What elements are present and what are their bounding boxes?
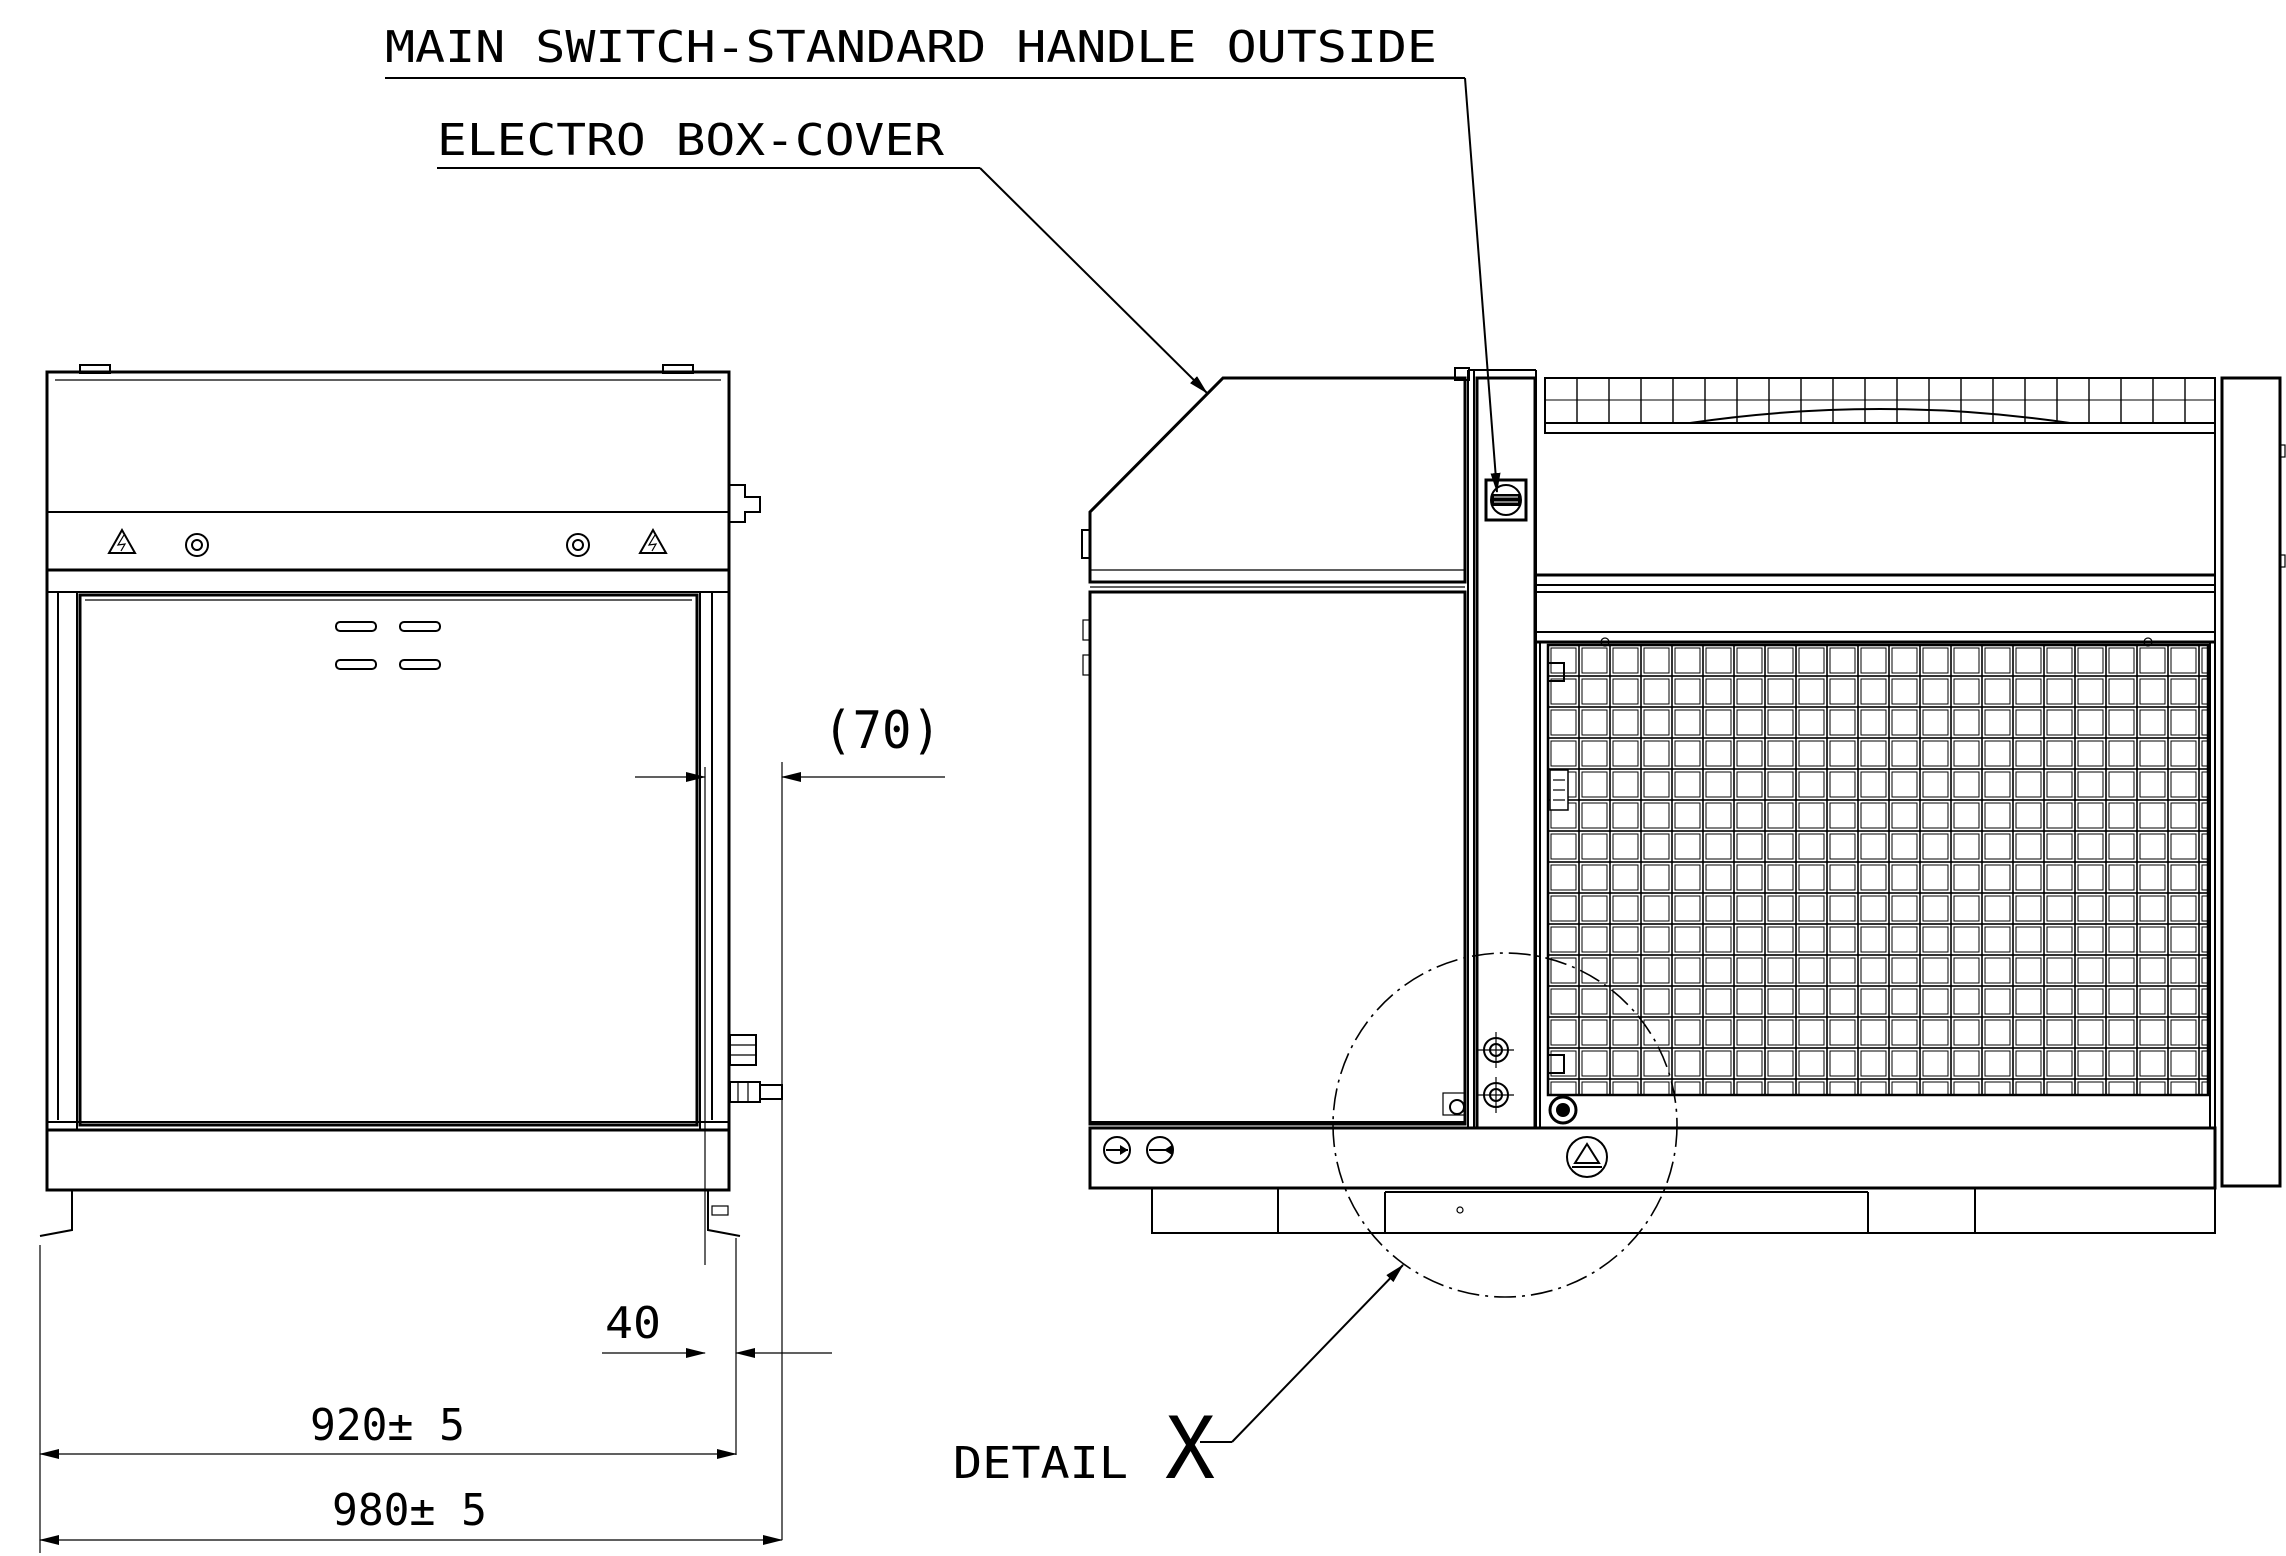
electro-box-body xyxy=(1088,590,1467,1126)
foot-left xyxy=(39,1189,73,1237)
hinge-right xyxy=(662,364,694,374)
lock-icon-right xyxy=(566,533,590,557)
fitting-icon xyxy=(1478,1032,1514,1068)
front-view xyxy=(39,364,783,1237)
main-switch-icon xyxy=(1484,478,1528,522)
label-plate xyxy=(1549,769,1569,811)
hinge-left xyxy=(79,364,111,374)
dim-980-label: 980± 5 xyxy=(332,1485,487,1536)
outlet-icon xyxy=(1146,1136,1174,1164)
electro-box-leader xyxy=(979,167,1208,394)
side-latch xyxy=(729,484,761,523)
base-frame xyxy=(1088,1126,2217,1190)
inlet-icon xyxy=(1103,1136,1131,1164)
drain-fitting-icon xyxy=(1548,1095,1578,1125)
vent-slot xyxy=(399,621,441,632)
electro-box-label: ELECTRO BOX-COVER xyxy=(437,115,945,166)
condenser-grille xyxy=(1546,643,2210,1097)
warning-icon-right xyxy=(638,527,668,554)
dim-40-label: 40 xyxy=(605,1298,661,1349)
top-grille xyxy=(1544,377,2216,424)
right-side-panel xyxy=(2220,376,2282,1188)
fan-outline xyxy=(1689,408,2071,424)
skid xyxy=(1151,1187,2216,1234)
vent-slot xyxy=(399,659,441,670)
front-top-cover xyxy=(45,370,731,572)
main-switch-leader xyxy=(1464,77,1501,493)
front-base xyxy=(45,1128,731,1192)
foot-right xyxy=(707,1190,741,1237)
fitting-icon xyxy=(1478,1077,1514,1113)
detail-x-letter: X xyxy=(1165,1399,1215,1499)
lock-icon-left xyxy=(185,533,209,557)
small-fitting-icon xyxy=(1442,1092,1466,1116)
electro-box-cover xyxy=(1088,376,1467,584)
main-switch-label: MAIN SWITCH-STANDARD HANDLE OUTSIDE xyxy=(385,22,1437,73)
cable-gland-icon xyxy=(729,1034,757,1066)
dim-920-label: 920± 5 xyxy=(310,1400,465,1451)
warning-icon-left xyxy=(107,527,137,554)
vent-slot xyxy=(335,621,377,632)
dimensions-front: (70) 40 920± 5 980± 5 xyxy=(39,701,945,1553)
detail-x-circle xyxy=(1332,952,1678,1298)
side-view xyxy=(1081,367,2286,1443)
detail-x-leader xyxy=(1231,1264,1404,1443)
cable-gland-icon xyxy=(729,1081,783,1103)
front-panel xyxy=(78,593,699,1127)
detail-x-word: DETAIL xyxy=(953,1438,1128,1489)
dim-70-label: (70) xyxy=(823,701,941,761)
vent-slot xyxy=(335,659,377,670)
lifting-point-icon xyxy=(1566,1136,1608,1178)
